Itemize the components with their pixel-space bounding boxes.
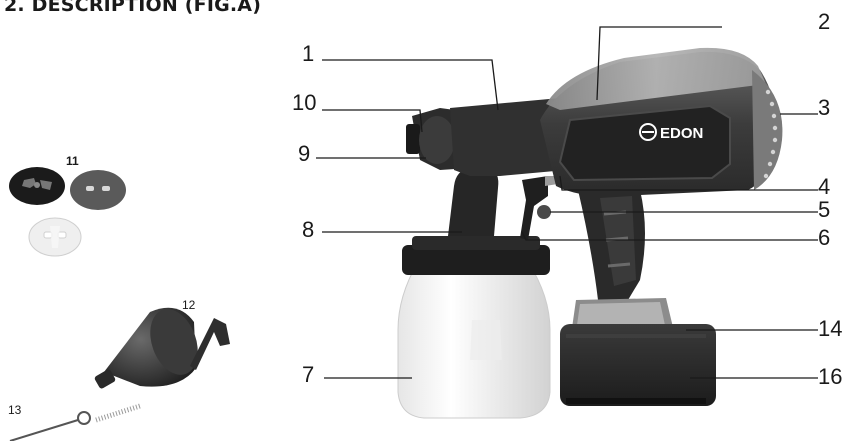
brand-logo-text: EDON	[660, 125, 703, 142]
callout-12: 12	[182, 298, 196, 312]
callout-4: 4	[818, 174, 831, 199]
callout-7: 7	[302, 362, 315, 387]
callout-9: 9	[298, 141, 311, 166]
callout-1: 1	[302, 41, 315, 66]
spray-gun-body	[406, 47, 783, 300]
nozzle-disc-grey	[70, 170, 126, 210]
callout-8: 8	[302, 217, 315, 242]
callout-16: 16	[818, 364, 843, 389]
callout-10: 10	[292, 90, 317, 115]
callout-5: 5	[818, 197, 831, 222]
leader-lines	[316, 26, 818, 379]
nozzle-disc-white	[28, 217, 82, 257]
battery-pack	[560, 298, 716, 406]
cone-nozzle-accessory	[94, 307, 230, 389]
callout-11: 11	[66, 154, 79, 168]
cleaning-brush	[9, 403, 141, 441]
callout-6: 6	[818, 225, 831, 250]
brand-logo: EDON	[639, 123, 703, 142]
callout-2: 2	[818, 9, 831, 34]
callout-3: 3	[818, 95, 831, 120]
callout-14: 14	[818, 316, 843, 341]
paint-container	[397, 236, 551, 419]
nozzle-disc-black	[9, 167, 65, 205]
section-title: 2. DESCRIPTION (FIG.A)	[4, 0, 262, 16]
callout-13: 13	[8, 403, 22, 417]
